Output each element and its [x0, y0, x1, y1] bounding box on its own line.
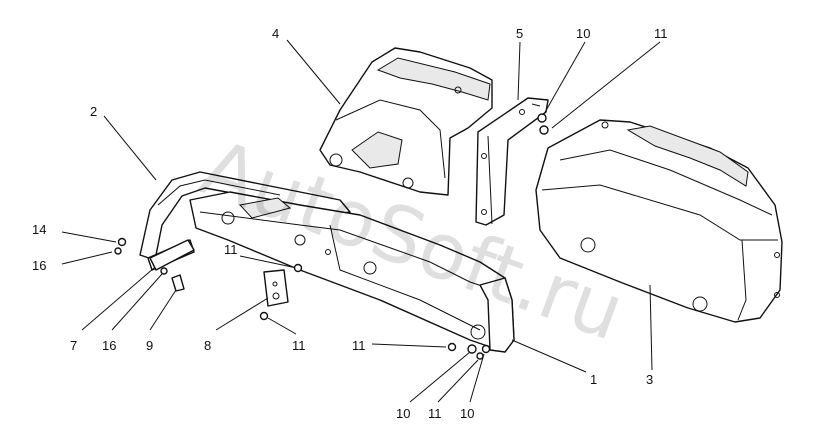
fastener-10a — [537, 113, 547, 123]
callout-7: 7 — [70, 338, 77, 353]
callout-16-left: 16 — [32, 258, 46, 273]
part-8-plate — [263, 269, 289, 307]
part-5-bracket — [475, 97, 549, 226]
callout-labels: 2 4 5 10 11 14 16 11 7 16 9 8 11 11 1 3 … — [32, 26, 668, 421]
callout-16-bottom: 16 — [102, 338, 116, 353]
callout-8: 8 — [204, 338, 211, 353]
fastener-11c — [259, 311, 269, 321]
callout-11-bottom: 11 — [428, 406, 442, 421]
callout-3: 3 — [646, 372, 653, 387]
fastener-16a — [114, 247, 122, 255]
fastener-11a — [539, 125, 549, 135]
callout-2: 2 — [90, 104, 97, 119]
fastener-10b — [467, 344, 477, 354]
callout-4: 4 — [272, 26, 279, 41]
callout-10-top: 10 — [576, 26, 590, 41]
fastener-11e — [476, 352, 484, 360]
fastener-16b — [160, 267, 168, 275]
part-1-main-panel — [189, 191, 515, 353]
fastener-10c — [481, 344, 491, 354]
callout-11-top: 11 — [654, 26, 668, 41]
callout-11-right: 11 — [352, 338, 366, 353]
part-4-upper-panel — [319, 47, 493, 196]
callout-10-bottom-left: 10 — [396, 406, 410, 421]
fastener-11d — [447, 342, 457, 352]
callout-5: 5 — [516, 26, 523, 41]
fasteners — [114, 113, 549, 360]
callout-11-mid: 11 — [224, 242, 238, 257]
part-7-bracket — [149, 239, 195, 271]
fastener-9 — [171, 274, 185, 292]
callout-10-bottom-right: 10 — [460, 406, 474, 421]
callout-14: 14 — [32, 222, 46, 237]
fastener-14 — [117, 237, 127, 247]
fastener-11b — [293, 263, 303, 273]
callout-11-lower: 11 — [292, 338, 306, 353]
part-3-large-cover — [535, 119, 783, 323]
leader-lines — [61, 39, 661, 403]
callout-1: 1 — [590, 372, 597, 387]
callout-9: 9 — [146, 338, 153, 353]
